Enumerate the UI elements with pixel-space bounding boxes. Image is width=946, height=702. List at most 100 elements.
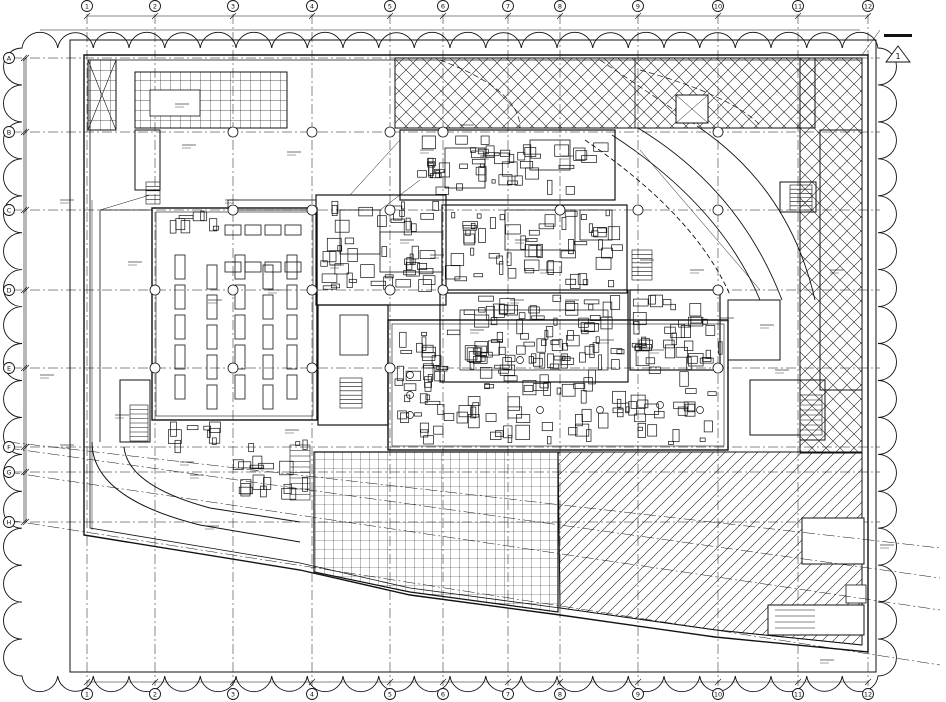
fixture xyxy=(394,378,404,386)
fixture xyxy=(677,406,688,416)
fixture xyxy=(502,357,512,370)
parking-stall xyxy=(174,344,186,370)
fixture xyxy=(662,299,672,306)
fixture xyxy=(565,303,579,316)
fixture xyxy=(699,357,714,364)
fixture xyxy=(707,391,717,396)
fixture xyxy=(434,365,439,372)
fixture xyxy=(467,396,481,406)
fixture xyxy=(551,339,563,351)
fixture xyxy=(499,214,505,221)
grid-column-label: 10 xyxy=(714,691,722,699)
column-marker xyxy=(632,204,644,216)
fixture-round xyxy=(656,401,664,409)
grid-column-label: 5 xyxy=(388,3,392,11)
fixture xyxy=(507,434,513,443)
fixture xyxy=(663,339,675,349)
fixture xyxy=(496,255,504,265)
fixture xyxy=(495,430,504,437)
fixture xyxy=(547,179,553,195)
fixture xyxy=(524,147,537,157)
fixture xyxy=(524,259,540,271)
fixture xyxy=(456,183,463,191)
fixture xyxy=(565,300,575,312)
fixture xyxy=(252,455,263,469)
fixture xyxy=(434,370,445,382)
fixture xyxy=(279,460,294,476)
fixture xyxy=(595,336,600,344)
fixture xyxy=(455,135,468,145)
fixture xyxy=(403,383,417,391)
hatched-plaza-bottom xyxy=(557,451,867,646)
fixture xyxy=(598,239,603,251)
fixture xyxy=(689,303,702,317)
fixture xyxy=(605,209,610,217)
grid-bubble-column xyxy=(792,0,804,12)
grid-row-label: D xyxy=(6,287,11,295)
grid-bubble-column xyxy=(712,0,724,12)
fixture xyxy=(516,319,523,335)
fixture xyxy=(484,383,490,390)
fixture xyxy=(427,374,433,382)
fixture xyxy=(529,305,537,321)
column-marker xyxy=(227,204,239,216)
fixture xyxy=(435,186,450,195)
fixture xyxy=(648,295,656,305)
fixture xyxy=(565,186,575,195)
fixture xyxy=(610,295,621,310)
column-marker xyxy=(384,126,396,138)
fixture xyxy=(491,179,496,184)
parking-stall xyxy=(174,284,186,310)
fixture xyxy=(582,279,589,286)
fixture xyxy=(390,218,405,223)
fixture xyxy=(522,144,532,155)
fixture-round xyxy=(406,411,414,419)
fixture xyxy=(496,331,503,342)
grid-column-label: 3 xyxy=(231,3,235,11)
fixture xyxy=(550,339,560,346)
fixture xyxy=(233,459,244,470)
fixture xyxy=(498,346,506,355)
fixture xyxy=(538,223,555,230)
fixture xyxy=(400,350,413,354)
fixture xyxy=(238,486,253,495)
fixture xyxy=(451,212,456,219)
fixture xyxy=(430,173,442,179)
fixture xyxy=(536,243,543,258)
fixture xyxy=(422,344,434,354)
fixture xyxy=(417,263,428,270)
fixture xyxy=(417,170,427,178)
fixture xyxy=(654,411,665,419)
grid-bubble-row xyxy=(3,284,15,296)
grid-column-label: 1 xyxy=(85,3,89,11)
fixture xyxy=(593,142,609,152)
fixture xyxy=(685,388,697,394)
fixture xyxy=(474,314,490,328)
fixture xyxy=(611,244,623,251)
fixture xyxy=(212,225,220,231)
fixture xyxy=(699,437,706,442)
fixture xyxy=(507,268,517,279)
fixture xyxy=(178,215,194,220)
fixture xyxy=(561,383,576,397)
structural-columns xyxy=(149,126,724,374)
fixture xyxy=(672,429,680,443)
column-marker xyxy=(306,126,318,138)
fixture xyxy=(580,390,587,404)
fixture xyxy=(516,414,531,423)
fixture xyxy=(476,213,482,219)
parking-stall xyxy=(234,254,246,280)
fixture xyxy=(421,135,436,150)
grid-column-label: 6 xyxy=(441,691,445,699)
fixture xyxy=(580,214,587,220)
fixture xyxy=(263,477,272,490)
fixture xyxy=(634,413,646,423)
grid-row-label: H xyxy=(7,519,12,527)
fixture xyxy=(701,318,708,325)
fixture xyxy=(520,235,526,250)
fixture xyxy=(562,356,571,361)
fixture xyxy=(424,400,441,405)
fixture xyxy=(490,317,498,326)
fixture xyxy=(433,425,444,435)
fixture xyxy=(509,153,515,163)
